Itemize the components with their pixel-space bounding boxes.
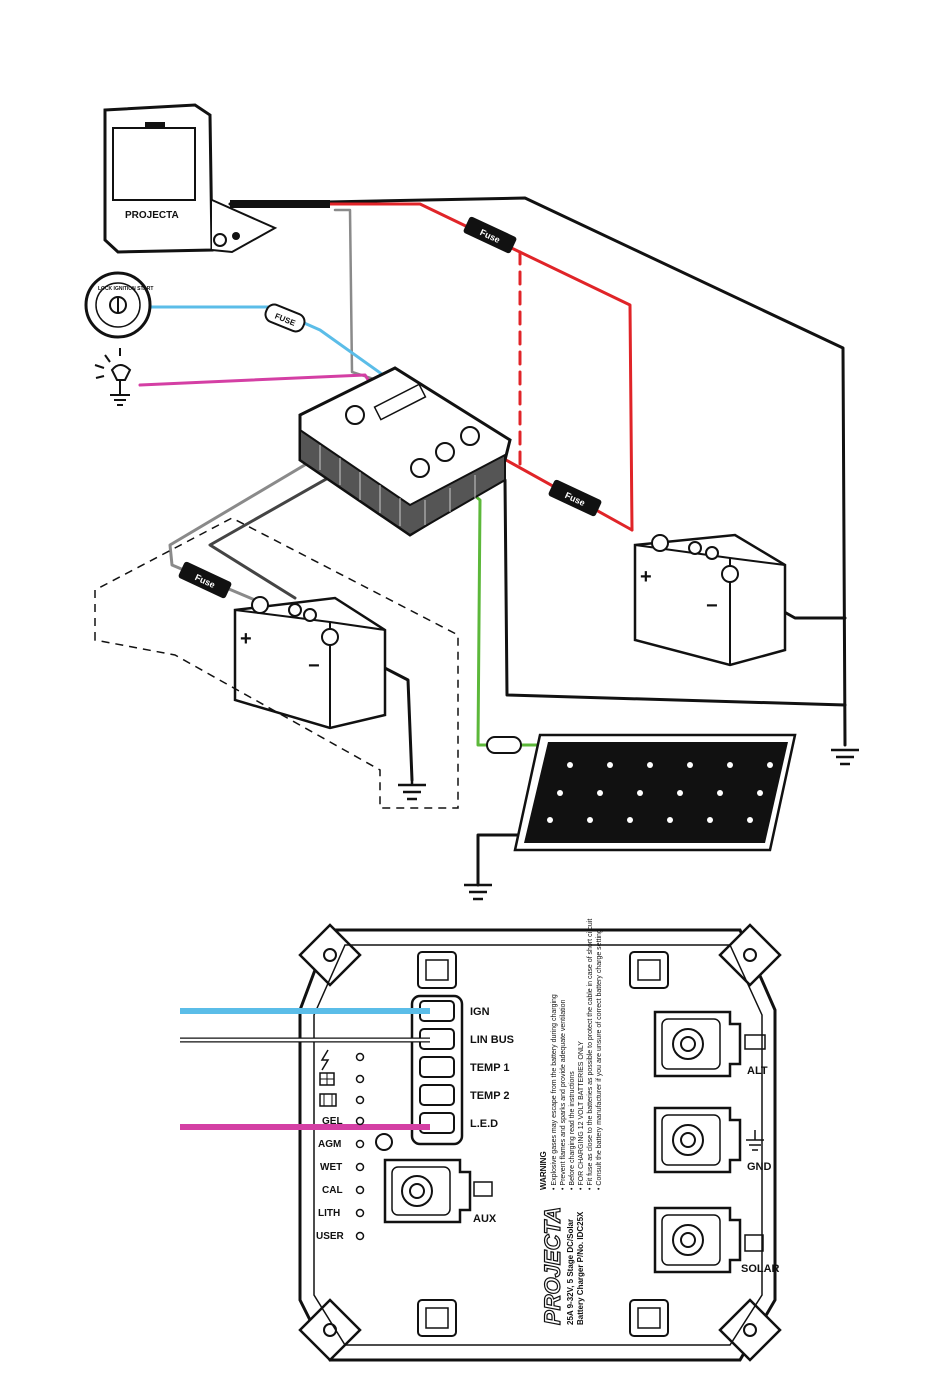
ignition-switch: LOCK IGNITION START bbox=[84, 271, 153, 339]
aux-terminal: AUX bbox=[383, 1158, 497, 1225]
product-brand: PROJECTA bbox=[540, 1207, 565, 1325]
display-screen bbox=[112, 127, 196, 201]
ground-icon bbox=[746, 1130, 764, 1151]
battery-start: + − bbox=[633, 533, 787, 667]
gnd-terminal: GND bbox=[653, 1106, 772, 1174]
ground-symbol-aux bbox=[398, 780, 426, 801]
ignition-ring-text: LOCK IGNITION START bbox=[98, 286, 153, 292]
warning-line-5: • Fit fuse as close to the batteries as … bbox=[587, 919, 594, 1190]
aux-dashed-box bbox=[94, 517, 459, 809]
fuse-solar bbox=[486, 736, 522, 754]
mode-label-gel: GEL bbox=[322, 1116, 343, 1127]
ground-symbol-solar bbox=[464, 883, 492, 901]
warning-title: WARNING bbox=[539, 1151, 548, 1190]
product-line-2: Battery Charger P/No. IDC25X bbox=[576, 1211, 585, 1325]
mode-select-button bbox=[375, 1133, 393, 1151]
warning-line-2: • Prevent flames and sparks and provide … bbox=[560, 999, 567, 1190]
solar-panel-icon bbox=[319, 1072, 335, 1086]
fuse-aux: Fuse bbox=[178, 561, 232, 599]
terminal-label-gnd: GND bbox=[747, 1161, 772, 1173]
terminal-label-solar: SOLAR bbox=[741, 1263, 780, 1275]
terminal-label-ign: IGN bbox=[470, 1006, 490, 1018]
fuse-alt: Fuse bbox=[548, 479, 602, 517]
ground-symbol-main bbox=[831, 748, 859, 766]
fuse-display: Fuse bbox=[463, 216, 517, 254]
mode-label-agm: AGM bbox=[318, 1139, 341, 1150]
positive-wire-start bbox=[328, 202, 634, 532]
solar-ground-wire bbox=[476, 833, 522, 887]
product-line-1: 25A 9-32V, 5 Stage DC/Solar bbox=[566, 1219, 575, 1325]
mode-label-wet: WET bbox=[320, 1162, 342, 1173]
lin-bus-wire bbox=[333, 208, 410, 392]
terminal-label-led: L.E.D bbox=[470, 1118, 498, 1130]
terminal-label-aux: AUX bbox=[473, 1213, 497, 1225]
fuse-ign: FUSE bbox=[264, 303, 306, 333]
alternator-icon bbox=[319, 1093, 337, 1107]
lightning-icon bbox=[320, 1049, 330, 1071]
mode-indicator-leds bbox=[355, 1052, 365, 1241]
warning-line-6: • Consult the battery manufacturer if yo… bbox=[596, 929, 603, 1190]
alt-terminal: ALT bbox=[653, 1010, 768, 1078]
display-brand-text: PROJECTA bbox=[125, 210, 179, 221]
battery-aux-minus: − bbox=[308, 655, 320, 677]
display-unit: PROJECTA bbox=[103, 103, 330, 254]
solar-wire bbox=[453, 478, 492, 747]
charger-isometric bbox=[298, 366, 512, 537]
mode-label-lith: LITH bbox=[318, 1208, 340, 1219]
mode-label-cal: CAL bbox=[322, 1185, 343, 1196]
ground-wire-main bbox=[228, 196, 847, 747]
warning-line-3: • Before charging read the instructions bbox=[569, 1071, 576, 1190]
terminal-label-temp1: TEMP 1 bbox=[470, 1062, 510, 1074]
battery-aux: + − bbox=[233, 596, 387, 730]
display-cable bbox=[230, 200, 330, 208]
battery-start-minus: − bbox=[706, 595, 718, 617]
warning-line-1: • Explosive gases may escape from the ba… bbox=[551, 994, 558, 1190]
battery-icon bbox=[473, 1181, 493, 1197]
battery-start-plus: + bbox=[640, 566, 652, 588]
ground-wire-charger bbox=[503, 478, 847, 707]
solar-terminal: SOLAR bbox=[653, 1206, 780, 1275]
led-lamp bbox=[94, 348, 132, 406]
warning-line-4: • FOR CHARGING 12 VOLT BATTERIES ONLY bbox=[578, 1041, 585, 1190]
terminal-label-temp2: TEMP 2 bbox=[470, 1090, 510, 1102]
terminal-label-lin-bus: LIN BUS bbox=[470, 1034, 514, 1046]
solar-panel bbox=[513, 733, 797, 852]
battery-aux-plus: + bbox=[240, 628, 252, 650]
solar-icon-terminal bbox=[744, 1234, 764, 1252]
warning-block: WARNING bbox=[539, 1151, 548, 1190]
mode-label-user: USER bbox=[316, 1231, 345, 1242]
alternator-icon-alt bbox=[744, 1034, 766, 1050]
charger-face: IGN LIN BUS TEMP 1 TEMP 2 L.E.D GEL AGM … bbox=[180, 919, 782, 1362]
terminal-label-alt: ALT bbox=[747, 1065, 768, 1077]
